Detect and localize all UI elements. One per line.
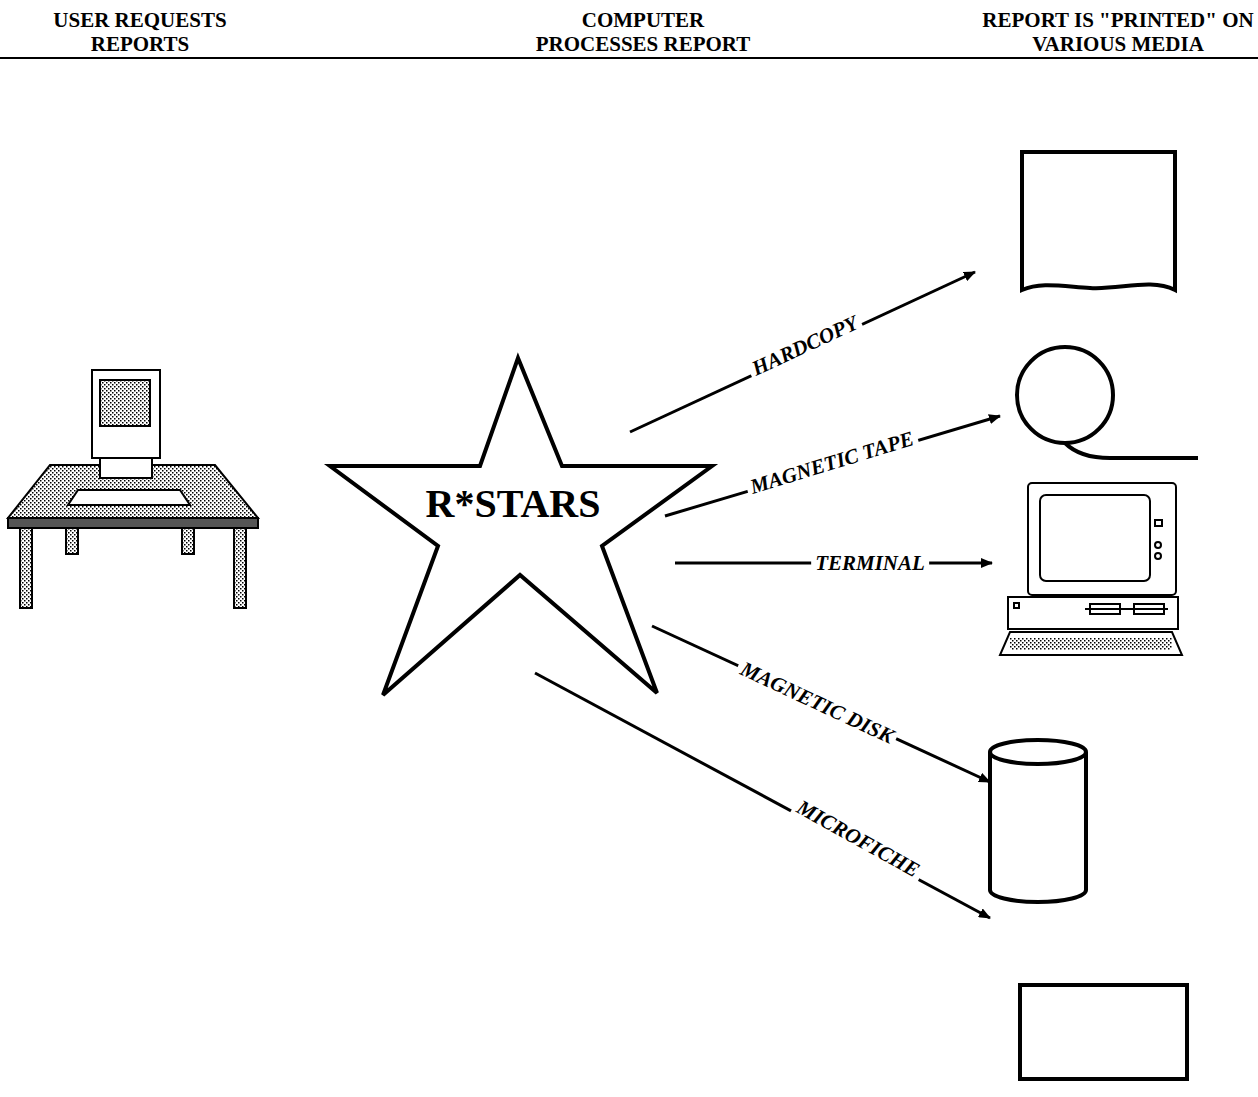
arrow-label: TERMINAL bbox=[811, 551, 929, 576]
arrow-label: MAGNETIC DISK bbox=[733, 655, 902, 751]
magnetic-disk-icon bbox=[990, 740, 1086, 902]
column-heading: COMPUTER PROCESSES REPORT bbox=[518, 8, 768, 56]
arrow-label: HARDCOPY bbox=[744, 309, 865, 383]
user-desk-icon bbox=[8, 370, 258, 608]
column-heading: REPORT IS "PRINTED" ON VARIOUS MEDIA bbox=[982, 8, 1254, 56]
microfiche-icon bbox=[1020, 985, 1187, 1079]
terminal-icon bbox=[1000, 483, 1182, 655]
star-outline bbox=[320, 350, 720, 705]
magnetic-tape-icon bbox=[1017, 347, 1198, 458]
hardcopy-icon bbox=[1022, 152, 1175, 290]
arrow-label: MAGNETIC TAPE bbox=[743, 425, 920, 501]
column-heading: USER REQUESTS REPORTS bbox=[40, 8, 240, 56]
node-title: R*STARS bbox=[426, 480, 601, 527]
header-rule bbox=[0, 57, 1258, 59]
star-shape: R*STARS bbox=[320, 350, 720, 705]
arrow-label: MICROFICHE bbox=[789, 793, 928, 885]
